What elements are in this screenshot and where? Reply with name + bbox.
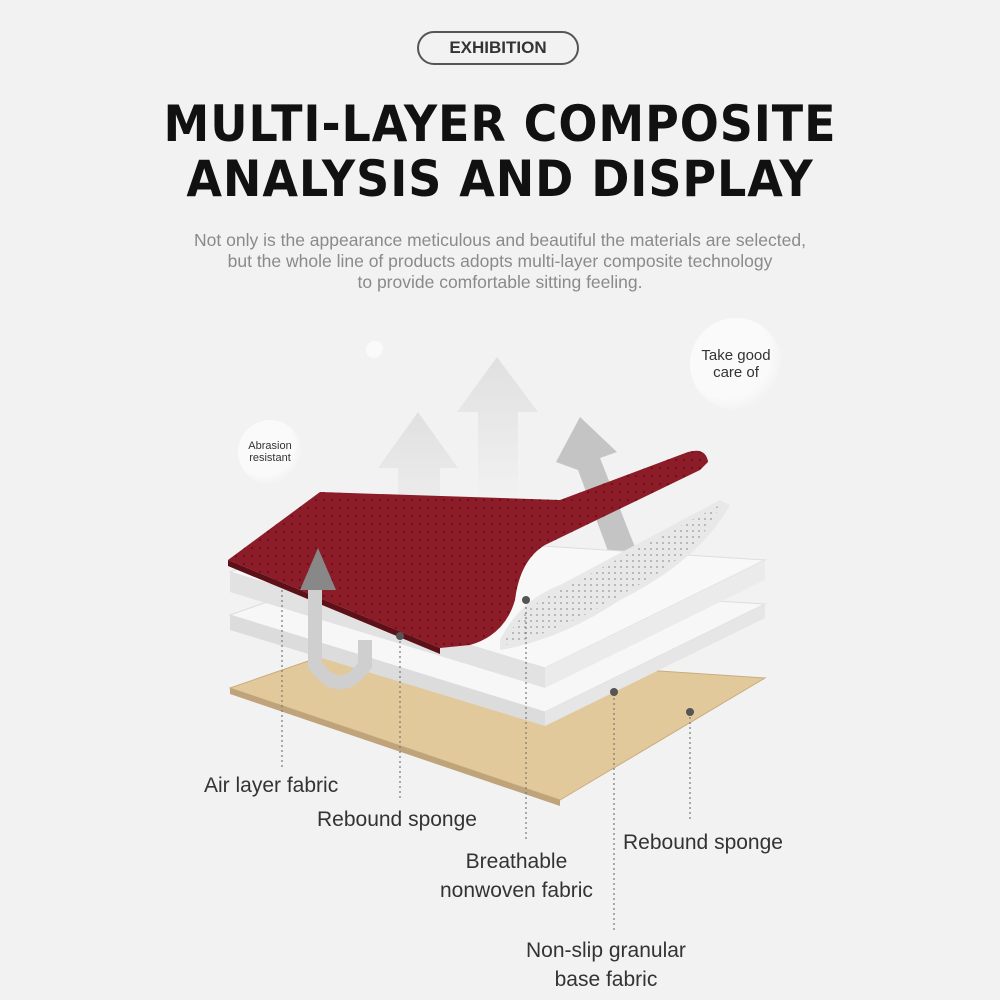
- exhibition-badge: EXHIBITION: [417, 31, 579, 65]
- small-bubble: [366, 341, 384, 359]
- arrow-up-icon: [457, 357, 538, 520]
- label-breathable: Breathable nonwoven fabric: [440, 850, 593, 902]
- bubble-abrasion: Abrasion resistant: [238, 420, 302, 484]
- label-rebound-sponge-1: Rebound sponge: [317, 808, 477, 831]
- description: Not only is the appearance meticulous an…: [194, 230, 806, 292]
- bubble-care: Take good care of: [690, 318, 782, 410]
- label-rebound-sponge-2: Rebound sponge: [623, 831, 783, 854]
- label-air-layer: Air layer fabric: [204, 774, 339, 797]
- page-title-line2: ANALYSIS AND DISPLAY: [186, 150, 814, 208]
- airflow-arrow-icon: [308, 585, 372, 690]
- page-title-line1: MULTI-LAYER COMPOSITE: [163, 95, 837, 153]
- label-nonslip: Non-slip granular base fabric: [526, 939, 686, 991]
